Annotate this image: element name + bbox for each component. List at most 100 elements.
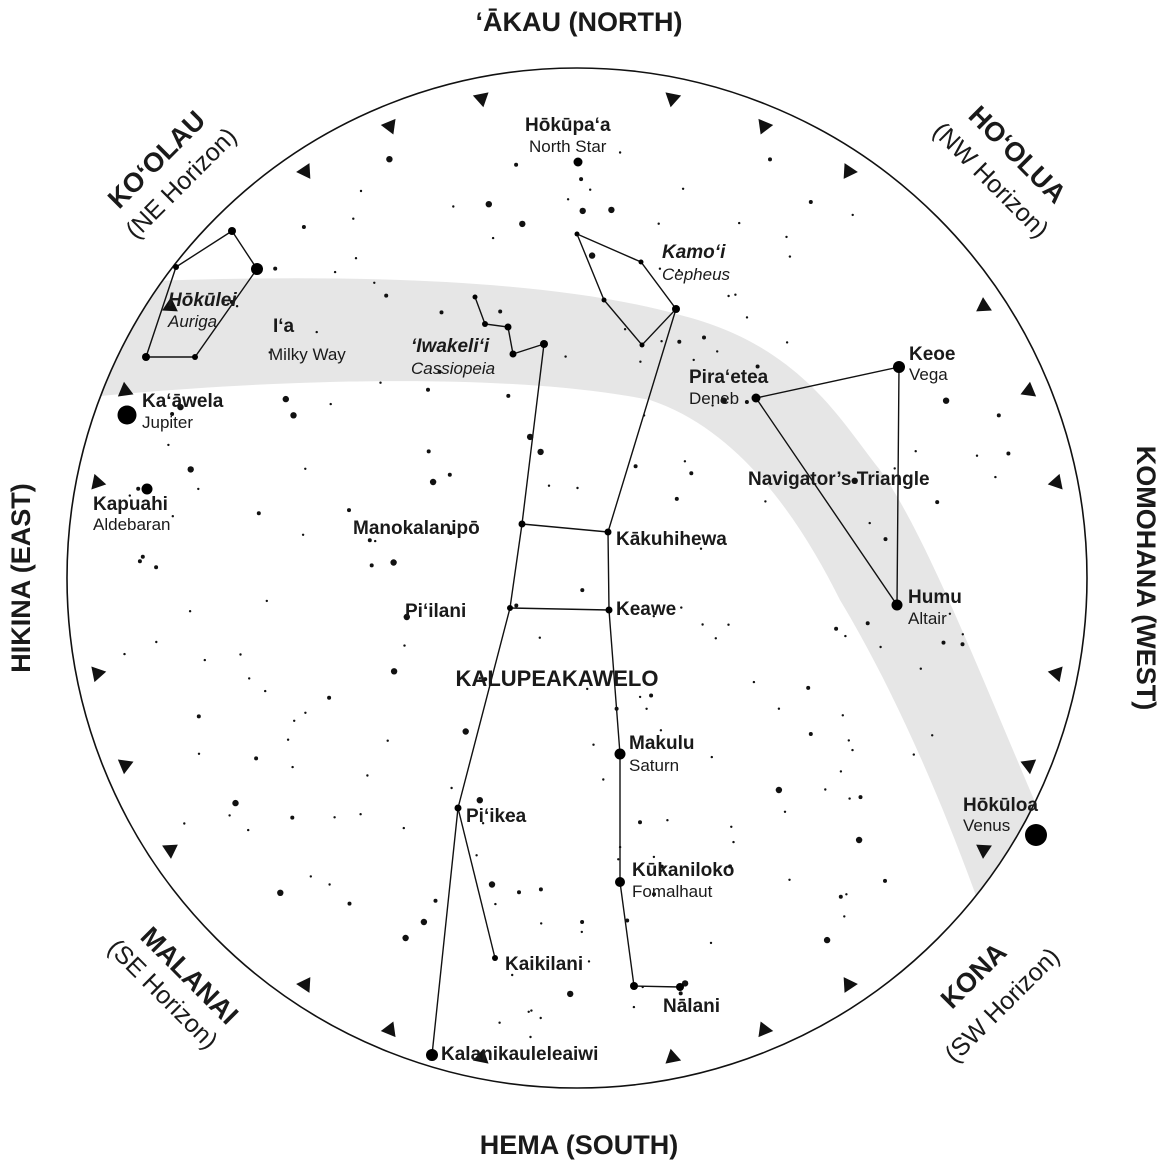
star-piikea [454, 804, 462, 812]
kaikilani-line [457, 807, 496, 959]
star-dot-icon [699, 547, 703, 550]
star-hokupaa [573, 157, 583, 167]
star-dot-icon [540, 922, 543, 925]
star-auriga-1 [142, 353, 150, 361]
triangle-icon [843, 977, 858, 993]
star-dot-icon [491, 236, 495, 240]
ia-sub: Milky Way [269, 345, 346, 364]
star-dot-icon [608, 206, 615, 214]
star-dot-icon [286, 738, 290, 741]
star-dot-icon [566, 198, 570, 201]
star-dot-icon [851, 477, 858, 484]
star-dot-icon [652, 892, 656, 897]
kalupeakawelo-left-line [431, 343, 545, 1056]
star-dot-icon [203, 658, 206, 662]
star-dot-icon [865, 621, 870, 626]
star-dot-icon [359, 189, 363, 193]
star-dot-icon [530, 1009, 533, 1012]
star-dot-icon [618, 151, 622, 154]
star-dot-icon [808, 200, 813, 204]
star-dot-icon [845, 893, 848, 896]
star-dot-icon [291, 765, 294, 769]
star-dot-icon [526, 433, 534, 441]
star-dot-icon [639, 360, 642, 363]
triangle-icon [472, 1048, 489, 1064]
triangle-icon [758, 118, 774, 135]
triangle-icon [91, 473, 107, 490]
star-dot-icon [834, 626, 839, 631]
star-dot-icon [197, 487, 200, 491]
star-dot-icon [429, 478, 437, 486]
star-dot-icon [649, 693, 654, 698]
star-dot-icon [579, 177, 584, 182]
south-label: HEMA (SOUTH) [480, 1130, 678, 1160]
star-dot-icon [136, 486, 141, 491]
star-dot-icon [171, 515, 174, 518]
star-dot-icon [494, 902, 497, 906]
star-dot-icon [301, 225, 306, 229]
star-dot-icon [838, 894, 843, 899]
triangle-icon [976, 297, 992, 312]
star-dot-icon [783, 810, 787, 813]
star-dot-icon [841, 714, 844, 717]
star-dot-icon [529, 1035, 532, 1039]
triangle-icon [665, 92, 682, 108]
star-dot-icon [674, 496, 679, 501]
star-dot-icon [483, 677, 488, 682]
star-dot-icon [235, 305, 239, 308]
star-dot-icon [290, 412, 297, 419]
hokupaa-sub: North Star [529, 137, 607, 156]
star-dot-icon [188, 610, 192, 613]
star-dot-icon [517, 890, 521, 895]
star-dot-icon [564, 355, 567, 358]
piilani-label: Piʻilani [405, 601, 466, 622]
star-dot-icon [716, 350, 719, 353]
hokuloa-sub: Venus [963, 816, 1010, 835]
star-dot-icon [580, 588, 585, 593]
star-dot-icon [720, 397, 727, 404]
triangle-icon [91, 666, 107, 683]
makulu-name: Makulu [629, 733, 694, 754]
star-dot-icon [806, 685, 811, 690]
star-cepheus-3 [639, 342, 645, 348]
star-dot-icon [658, 267, 662, 270]
star-dot-icon [538, 887, 543, 892]
star-manokalanipo [518, 520, 526, 528]
triangle-icon [162, 844, 178, 859]
star-dot-icon [948, 612, 952, 615]
star-dot-icon [914, 450, 917, 453]
makulu-sub: Saturn [629, 756, 679, 775]
star-dot-icon [592, 743, 595, 746]
east-label: HIKINA (EAST) [6, 483, 36, 673]
star-dot-icon [537, 448, 544, 456]
star-venus [1025, 824, 1047, 846]
star-dot-icon [315, 330, 318, 334]
star-dot-icon [580, 930, 583, 934]
star-dot-icon [942, 397, 950, 404]
star-cassiopeia-4 [509, 350, 517, 358]
kalanikauleleaiwi-label: Kalanikauleleaiwi [441, 1044, 598, 1065]
star-dot-icon [681, 187, 685, 190]
star-dot-icon [290, 815, 295, 820]
star-dot-icon [123, 652, 126, 656]
kakuhihewa-label: Kākuhihewa [616, 529, 727, 550]
star-dot-icon [369, 563, 374, 568]
star-dot-icon [426, 387, 430, 392]
horizon-markers [91, 92, 1063, 1064]
star-dot-icon [447, 472, 452, 477]
star-dot-icon [256, 511, 261, 516]
star-dot-icon [239, 653, 242, 656]
star-dot-icon [824, 788, 827, 791]
triangle-icon [380, 118, 396, 135]
north-label: ʻĀKAU (NORTH) [476, 7, 683, 37]
west-label: KOMOHANA (WEST) [1131, 446, 1161, 710]
auriga-lines [145, 230, 258, 358]
star-dot-icon [692, 358, 695, 362]
star-dot-icon [403, 644, 406, 647]
star-dot-icon [514, 162, 519, 167]
star-dot-icon [855, 836, 863, 844]
star-fomalhaut [615, 877, 625, 887]
star-dot-icon [638, 820, 642, 825]
star-dot-icon [734, 293, 737, 296]
